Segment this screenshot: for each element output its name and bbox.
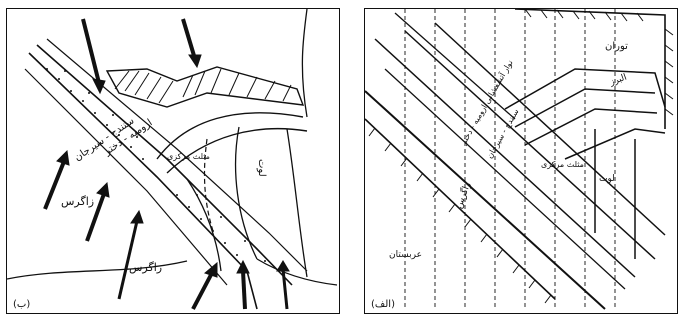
label-zagros-1: زاگرس: [61, 195, 94, 208]
label-sanandaj-a: سنندج - سیرجان: [485, 107, 521, 160]
arabia-boundary: [365, 119, 555, 303]
label-alborz: البرز: [608, 73, 629, 89]
panel-a-diagram: توران البرز مثلث مرکزی لوت زاگرس عربستان…: [365, 9, 678, 314]
label-turan: توران: [605, 41, 628, 52]
panel-a: توران البرز مثلث مرکزی لوت زاگرس عربستان…: [364, 8, 678, 314]
label-zagros-a: زاگرس: [453, 180, 474, 210]
structural-lines: [7, 9, 337, 285]
label-arabia: عربستان: [389, 250, 422, 260]
label-central-triangle-a: مثلث مرکزی: [541, 160, 584, 169]
panel-b-letter: (ب): [13, 299, 30, 310]
label-zagros-2: زاگرس: [129, 261, 162, 274]
turan-boundary: [515, 9, 673, 129]
hatched-block: [107, 67, 303, 107]
label-lut-a: لوت: [599, 174, 615, 184]
panel-b: سنندج - سیرجان ارومیه - دختر زاگرس زاگرس…: [6, 8, 340, 314]
label-central-triangle: مثلث مرکزی: [167, 152, 210, 161]
panel-a-letter: (الف): [371, 299, 395, 310]
label-lut: لوت: [256, 159, 267, 177]
panel-b-diagram: سنندج - سیرجان ارومیه - دختر زاگرس زاگرس…: [7, 9, 340, 314]
